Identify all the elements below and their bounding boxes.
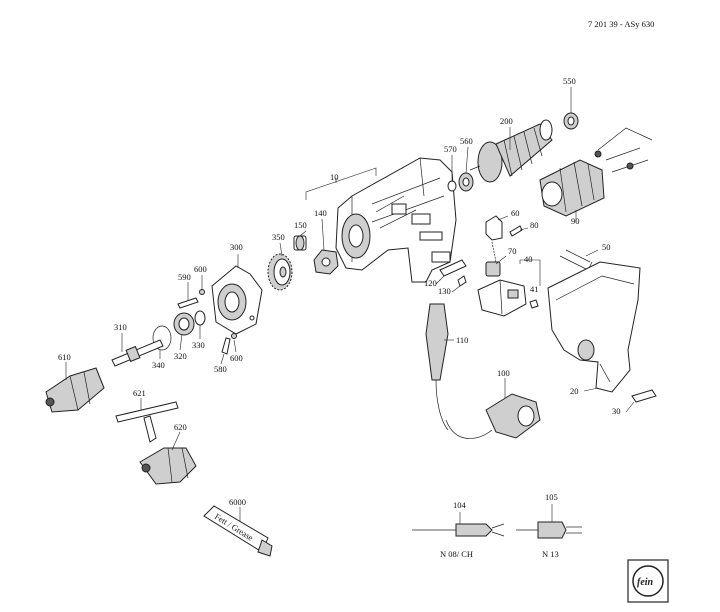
armature-part-200 [469,119,553,183]
label-200: 200 [500,116,513,126]
label-40: 40 [524,254,533,264]
label-310: 310 [114,322,127,332]
label-80: 80 [530,220,539,230]
chuck-key-part-621 [115,401,179,443]
label-610: 610 [58,352,71,362]
seal-part-330 [194,310,206,326]
switch-part-41 [529,299,539,309]
screw-part-580 [221,337,231,355]
housing-part-10 [335,157,457,283]
bearing-part-150 [293,235,307,251]
label-300: 300 [230,242,243,252]
label-600-bottom: 600 [230,353,243,363]
leader-lines [65,87,635,524]
label-130: 130 [438,286,451,296]
label-580: 580 [214,364,227,374]
plug-variant-105 [516,521,582,539]
label-104: 104 [453,500,467,510]
screw-part-80 [509,225,523,237]
washer-part-600b [231,333,237,339]
handle-part-20 [547,261,641,393]
label-30: 30 [612,406,621,416]
label-120: 120 [424,278,437,288]
label-100: 100 [497,368,510,378]
label-590: 590 [178,272,191,282]
label-6000: 6000 [229,497,246,507]
label-620: 620 [174,422,187,432]
spindle-part-310 [111,339,164,367]
part-labels: 550 200 560 570 10 150 140 350 300 600 5… [58,76,621,510]
screw-part-130 [457,275,467,287]
label-50: 50 [602,242,611,252]
label-110: 110 [456,335,468,345]
label-570: 570 [444,144,457,154]
label-140: 140 [314,208,327,218]
label-105: 105 [545,492,558,502]
grease-tube-part-6000: Fett / Grease [203,505,273,557]
switch-part-40 [477,279,527,317]
plug-variant-104 [412,523,505,537]
washer-part-570 [447,180,457,192]
cord-protector-part-110 [425,303,449,431]
document-code: 7 201 39 - ASy 630 [588,19,654,29]
bearing-part-140 [313,249,339,275]
carbon-brush-part-70 [485,241,501,277]
label-60: 60 [511,208,520,218]
stator-part-90 [539,127,653,217]
label-560: 560 [460,136,473,146]
label-330: 330 [192,340,205,350]
label-340: 340 [152,360,165,370]
label-320: 320 [174,351,187,361]
brush-holder-part-60 [485,215,503,241]
label-621: 621 [133,388,146,398]
bearing-part-550 [563,112,579,130]
hex-key-part-50 [559,249,593,271]
cord-clamp-part-120 [439,259,467,277]
screw-part-30 [631,389,657,403]
label-600-top: 600 [194,264,207,274]
fein-logo: fein [627,559,669,603]
plug-variant-104-label: N 08/ CH [440,549,473,559]
bearing-part-560 [458,172,474,192]
screw-part-590 [177,297,199,309]
label-41: 41 [530,284,539,294]
key-chuck-part-620 [139,447,197,485]
keyless-chuck-part-610 [45,367,105,413]
label-10: 10 [330,172,339,182]
logo-text: fein [637,577,654,588]
label-550: 550 [563,76,576,86]
label-150: 150 [294,220,307,230]
bearing-part-320 [173,312,195,336]
retaining-ring-part-340 [152,325,172,351]
washer-part-600a [199,289,205,295]
gear-part-350 [267,253,293,291]
label-70: 70 [508,246,517,256]
label-20: 20 [570,386,579,396]
label-350: 350 [272,232,285,242]
gear-cover-part-300 [211,265,263,335]
label-90: 90 [571,216,580,226]
plug-part-100 [445,393,541,439]
plug-variant-105-label: N 13 [542,549,559,559]
